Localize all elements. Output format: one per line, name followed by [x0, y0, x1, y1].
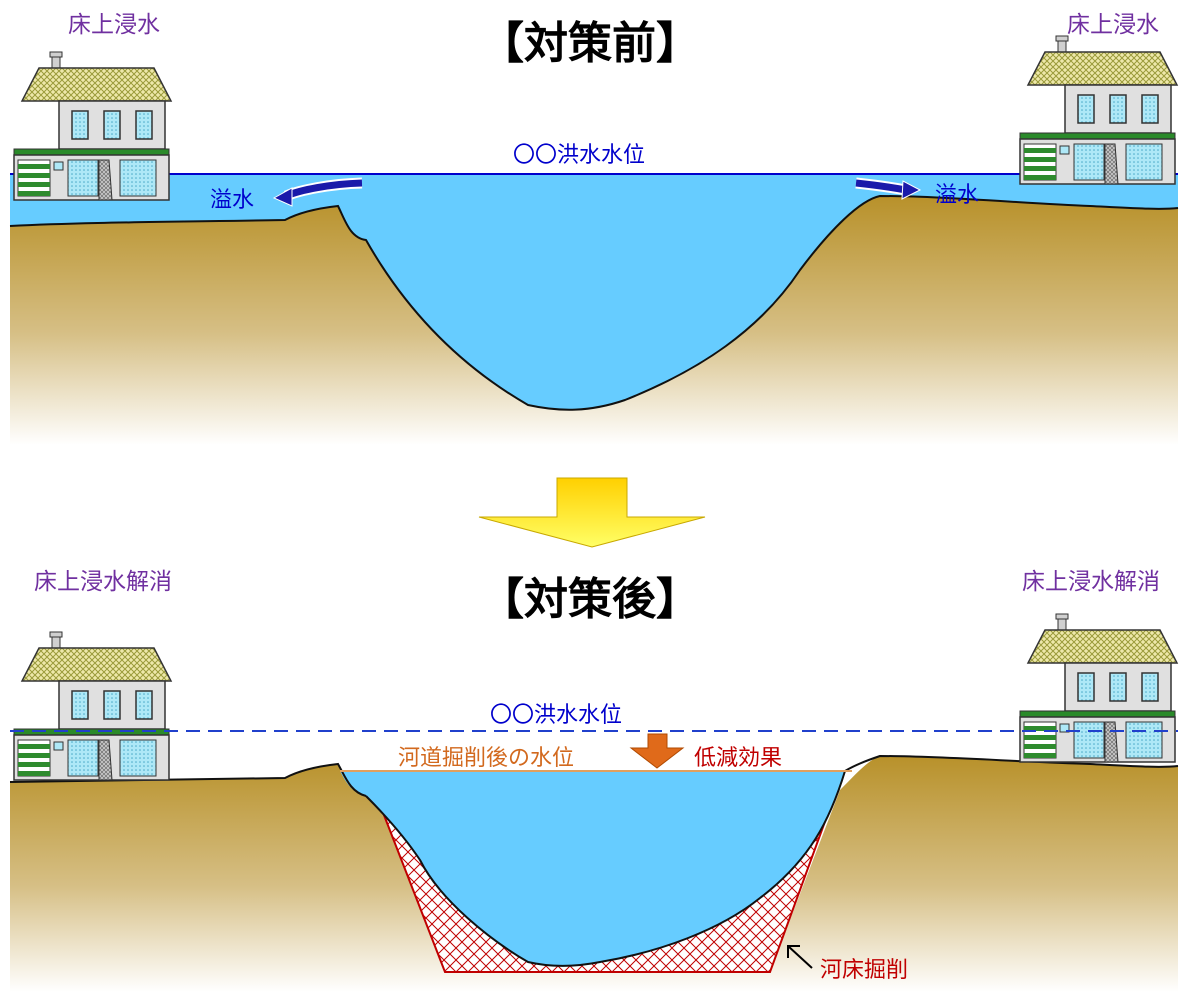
after-excavated-level-label: 河道掘削後の水位 [398, 746, 574, 771]
after-house-left [13, 631, 172, 781]
before-house-right [1019, 35, 1178, 185]
before-house-left [13, 51, 172, 201]
before-water-level-label: 〇〇洪水水位 [513, 143, 645, 168]
before-panel: 【対策前】 床上浸水 床上浸水 〇〇洪水水位 溢水 溢水 [9, 12, 1179, 445]
after-label-left: 床上浸水解消 [34, 569, 172, 595]
after-water-level-label: 〇〇洪水水位 [490, 703, 622, 728]
reduction-effect-label: 低減効果 [694, 746, 782, 771]
after-river-water [340, 771, 845, 966]
before-overflow-arrow-left [272, 177, 363, 207]
riverbed-excavation-label: 河床掘削 [820, 958, 908, 983]
excavation-pointer-arrow [787, 945, 813, 969]
before-label-left: 床上浸水 [68, 12, 160, 38]
after-ground [10, 756, 1178, 992]
before-title: 【対策前】 [480, 18, 700, 69]
before-overflow-arrow-right [855, 177, 922, 200]
before-ground [10, 196, 1178, 445]
before-overflow-label-left: 溢水 [210, 188, 254, 213]
before-label-right: 床上浸水 [1067, 12, 1159, 38]
reduction-arrow [629, 733, 685, 769]
transition-arrow [478, 477, 706, 548]
after-panel: 【対策後】 床上浸水解消 床上浸水解消 〇〇洪水水位 河道掘削後の水位 低減効果… [9, 569, 1179, 992]
after-label-right: 床上浸水解消 [1022, 569, 1160, 595]
after-house-right [1019, 613, 1178, 763]
before-overflow-label-right: 溢水 [935, 183, 979, 208]
after-title: 【対策後】 [480, 574, 700, 625]
